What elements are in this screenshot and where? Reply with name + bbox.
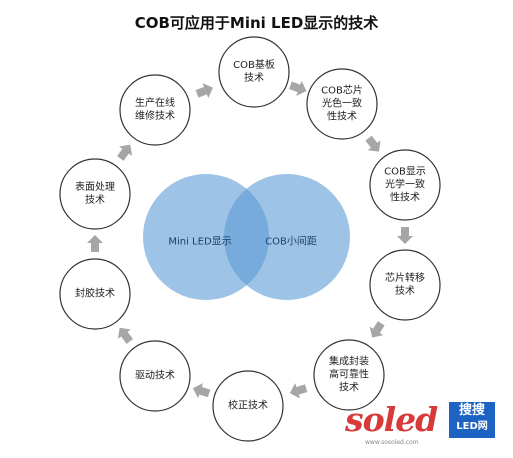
flow-arrow-icon: [397, 227, 413, 244]
watermark-url: www.sosoled.com: [365, 439, 419, 446]
flow-arrow-icon: [289, 383, 308, 399]
cycle-arrows: [87, 80, 413, 399]
venn-right-label: COB小间距: [265, 236, 317, 248]
venn-left-label: Mini LED显示: [168, 236, 232, 248]
node-label-cob-chip: COB芯片 光色一致 性技术: [321, 85, 363, 123]
node-label-surface-treatment: 表面处理 技术: [75, 182, 115, 206]
node-circle-integrated-packaging: [313, 339, 385, 411]
watermark-logo-text: soled: [345, 400, 438, 439]
node-label-integrated-packaging: 集成封装 高可靠性 技术: [329, 356, 369, 394]
venn-right-circle: [224, 174, 350, 300]
node-label-driving: 驱动技术: [135, 370, 175, 382]
node-circle-calibration: [212, 370, 284, 442]
node-circle-chip-transfer: [369, 249, 441, 321]
flow-arrow-icon: [117, 327, 133, 344]
node-circle-surface-treatment: [59, 158, 131, 230]
flow-arrow-icon: [289, 80, 307, 96]
watermark-badge-cn: 搜搜: [458, 403, 485, 418]
node-circle-cob-substrate: [218, 36, 290, 108]
flow-arrow-icon: [117, 144, 133, 161]
flow-arrow-icon: [195, 83, 213, 99]
node-label-encapsulation: 封胶技术: [75, 288, 115, 300]
flow-arrow-icon: [87, 235, 103, 252]
flow-arrow-icon: [369, 321, 385, 338]
node-circle-cob-chip: [306, 68, 378, 140]
node-label-cob-display: COB显示 光学一致 性技术: [384, 166, 426, 204]
venn-diagram: [143, 174, 350, 300]
node-label-chip-transfer: 芯片转移 技术: [385, 273, 425, 297]
node-circle-driving: [119, 340, 191, 412]
watermark-badge-sub: LED网: [456, 421, 488, 432]
flow-arrow-icon: [192, 383, 211, 399]
node-label-online-repair: 生产在线 维修技术: [135, 98, 175, 122]
node-label-calibration: 校正技术: [228, 400, 268, 412]
watermark-logo: soled 搜搜 LED网 www.sosoled.com: [345, 398, 495, 446]
node-label-cob-substrate: COB基板 技术: [233, 60, 275, 84]
flow-arrow-icon: [365, 135, 381, 152]
node-circle-online-repair: [119, 74, 191, 146]
diagram-title: COB可应用于Mini LED显示的技术: [134, 14, 379, 32]
technology-nodes: [59, 36, 441, 442]
node-circle-encapsulation: [59, 258, 131, 330]
node-circle-cob-display: [369, 149, 441, 221]
watermark-badge: 搜搜 LED网: [449, 402, 495, 438]
